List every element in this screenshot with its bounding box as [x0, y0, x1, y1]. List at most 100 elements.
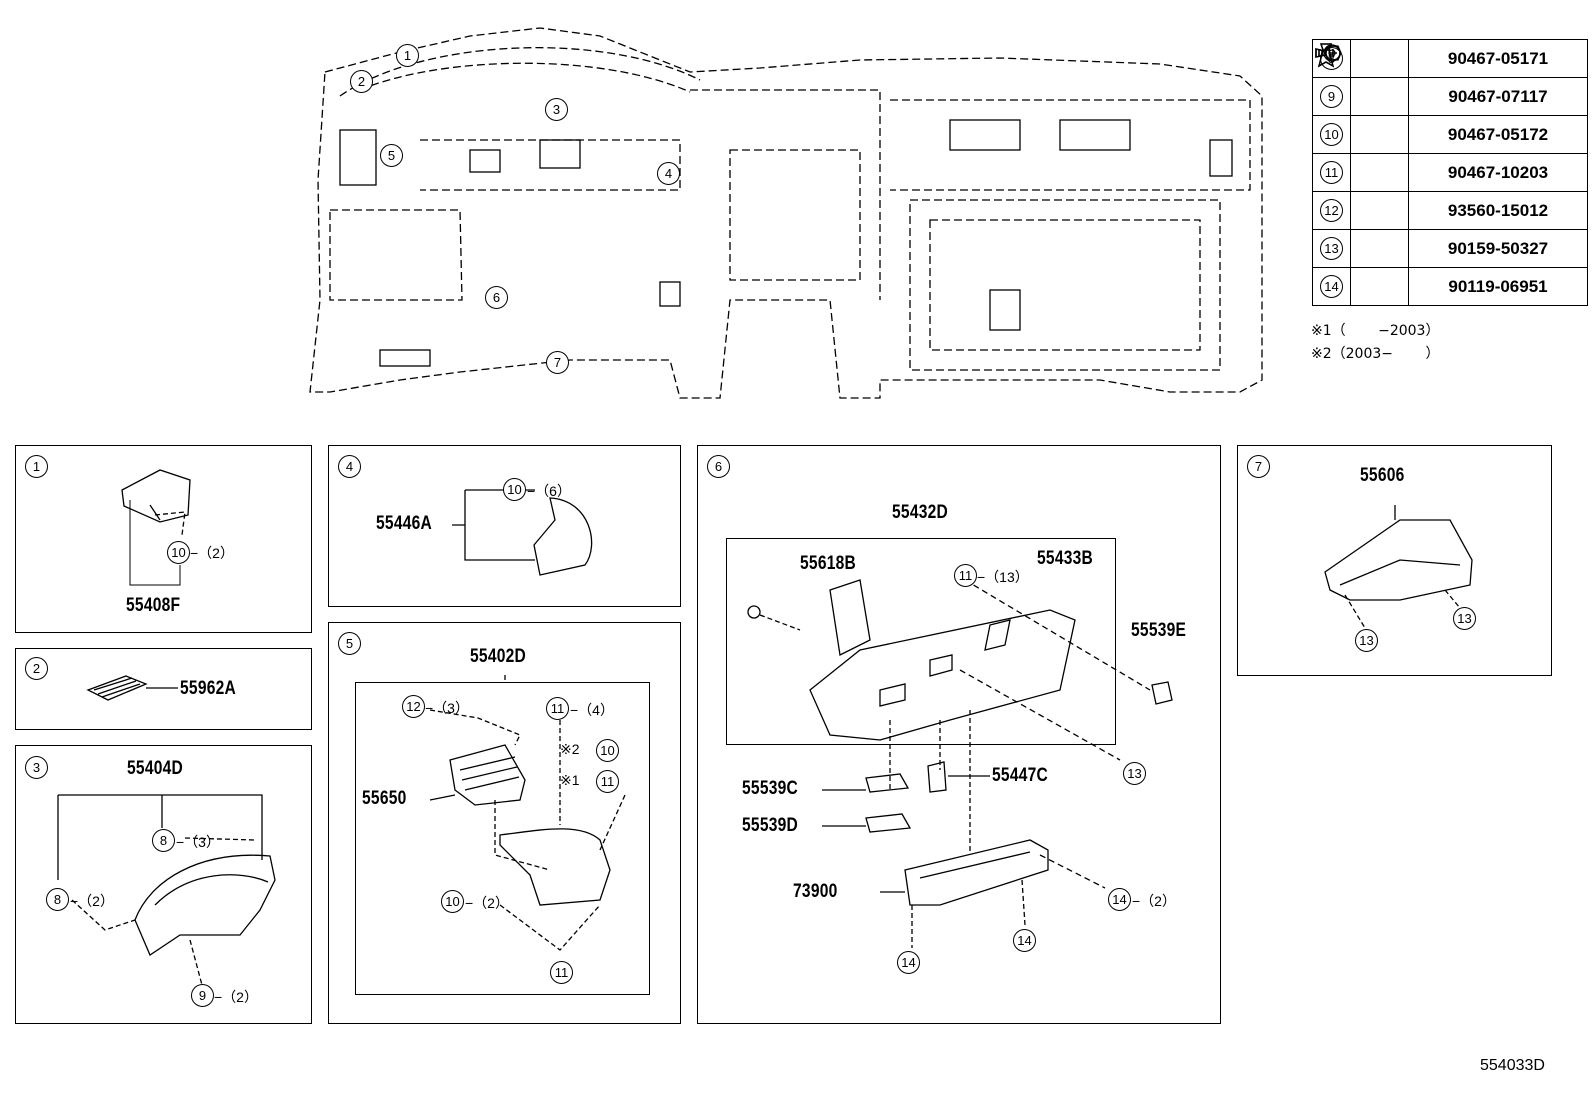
- fastener-11-qty: −（13）: [977, 569, 1029, 585]
- legend-row: 11 90467-10203: [1312, 42, 1588, 192]
- panel-4: [328, 445, 681, 607]
- panel-1-ref: 1: [25, 455, 48, 478]
- part-55539d-drawing: [822, 813, 912, 833]
- part-number-55404d: 55404D: [127, 758, 184, 779]
- part-number-55962a: 55962A: [180, 678, 237, 699]
- legend-ref: 9: [1320, 85, 1343, 108]
- panel-7-ref: 7: [1247, 455, 1270, 478]
- legend-row: 12 93560-15012: [1312, 44, 1588, 230]
- part-55539e-drawing: [1151, 681, 1173, 705]
- fastener-10-callout: 10: [167, 541, 190, 564]
- instrument-panel-overview: [309, 27, 1263, 399]
- panel-4-ref: 4: [338, 455, 361, 478]
- overview-callout-3: 3: [545, 98, 568, 121]
- panel-6: [697, 445, 1221, 1024]
- legend-ref: 13: [1320, 237, 1343, 260]
- legend-part-number: 90467-07117: [1408, 77, 1588, 116]
- fastener-10-callout-b: 10: [441, 890, 464, 913]
- part-number-55433b: 55433B: [1037, 548, 1094, 569]
- diagram-id: 554033D: [1480, 1057, 1545, 1074]
- part-number-55446a: 55446A: [376, 513, 433, 534]
- part-55606-drawing: [1324, 505, 1473, 629]
- fastener-11-callout-a: 11: [546, 697, 569, 720]
- overview-details: [339, 119, 1233, 367]
- part-55650-drawing: [429, 709, 526, 806]
- fastener-11-callout-b: 11: [596, 770, 619, 793]
- fastener-11-callout: 11: [954, 564, 977, 587]
- fastener-qty: −（6）: [527, 483, 571, 499]
- part-number-55447c: 55447C: [992, 765, 1049, 786]
- part-55539c-drawing: [822, 773, 910, 793]
- legend-ref: 14: [1320, 275, 1343, 298]
- fastener-13-callout-b: 13: [1355, 629, 1378, 652]
- legend-row: 9 90467-07117: [1312, 43, 1588, 116]
- note-1: ※1（ −2003）: [1311, 323, 1440, 339]
- part-55408f-drawing: [121, 469, 191, 586]
- part-number-55539e: 55539E: [1131, 620, 1187, 641]
- panel-2-ref: 2: [25, 657, 48, 680]
- legend-part-number: 90159-50327: [1408, 229, 1588, 268]
- part-number-73900: 73900: [793, 881, 838, 902]
- part-number-55539c: 55539C: [742, 778, 799, 799]
- panel-3-ref: 3: [25, 756, 48, 779]
- fastener-13-callout: 13: [1123, 762, 1146, 785]
- fastener-8-callout-b: 8: [46, 888, 69, 911]
- legend-part-number: 90467-10203: [1408, 153, 1588, 192]
- fastener-qty: −（2）: [190, 545, 234, 561]
- part-number-55408f: 55408F: [126, 595, 181, 616]
- part-number-55402d: 55402D: [470, 646, 527, 667]
- fastener-10-callout-a: 10: [596, 739, 619, 762]
- legend-part-number: 93560-15012: [1408, 191, 1588, 230]
- part-number-55432d: 55432D: [892, 502, 949, 523]
- panel-5-ref: 5: [338, 632, 361, 655]
- fastener-12-callout: 12: [402, 695, 425, 718]
- fastener-9-qty: −（2）: [214, 989, 258, 1005]
- panel-5-assembly-box: [355, 682, 650, 995]
- fastener-14-callout-c: 14: [897, 951, 920, 974]
- panel-2: [15, 648, 312, 730]
- panel-7: [1237, 445, 1552, 676]
- legend-row: 10 90467-05172: [1312, 42, 1588, 154]
- fastener-12-qty: −（3）: [425, 700, 469, 716]
- legend-ref: 12: [1320, 199, 1343, 222]
- fastener-8-qty-a: −（3）: [176, 834, 220, 850]
- part-55433b-drawing: [747, 579, 1151, 855]
- panel-3: [15, 745, 312, 1024]
- panel-1: [15, 445, 312, 633]
- overview-callout-1: 1: [396, 44, 419, 67]
- panel-6-assembly-box: [726, 538, 1116, 745]
- note-2: ※2（2003− ）: [1311, 346, 1440, 362]
- fastener-8-qty-b: −（2）: [70, 893, 114, 909]
- part-number-55539d: 55539D: [742, 815, 799, 836]
- overview-callout-7: 7: [546, 351, 569, 374]
- fastener-14-qty-a: −（2）: [1132, 893, 1176, 909]
- fastener-9-callout: 9: [191, 984, 214, 1007]
- legend-part-number: 90119-06951: [1408, 267, 1588, 306]
- legend-row: 14 90119-06951: [1312, 44, 1588, 306]
- legend-part-number: 90467-05171: [1408, 39, 1588, 78]
- part-55962a-drawing: [86, 675, 178, 701]
- fastener-10-qty-b: −（2）: [465, 895, 509, 911]
- fastener-8-callout-a: 8: [152, 829, 175, 852]
- panel-6-ref: 6: [707, 455, 730, 478]
- fastener-14-callout-b: 14: [1013, 929, 1036, 952]
- part-73900-drawing: [880, 839, 1106, 948]
- fastener-13-callout-a: 13: [1453, 607, 1476, 630]
- note-mark-2: ※2: [560, 741, 580, 757]
- part-number-55606: 55606: [1360, 465, 1405, 486]
- part-number-55650: 55650: [362, 788, 407, 809]
- part-55402d-panel-drawing: [494, 675, 626, 951]
- overview-callout-2: 2: [350, 70, 373, 93]
- note-mark-1: ※1: [560, 772, 580, 788]
- legend-row: 13 90159-50327: [1312, 44, 1588, 268]
- legend-part-number: 90467-05172: [1408, 115, 1588, 154]
- fastener-11-qty-a: −（4）: [570, 702, 614, 718]
- fastener-14-callout-a: 14: [1108, 888, 1131, 911]
- legend-ref: 10: [1320, 123, 1343, 146]
- fastener-11-callout-c: 11: [550, 961, 573, 984]
- part-55447c-drawing: [927, 761, 990, 793]
- legend-ref: 11: [1320, 161, 1343, 184]
